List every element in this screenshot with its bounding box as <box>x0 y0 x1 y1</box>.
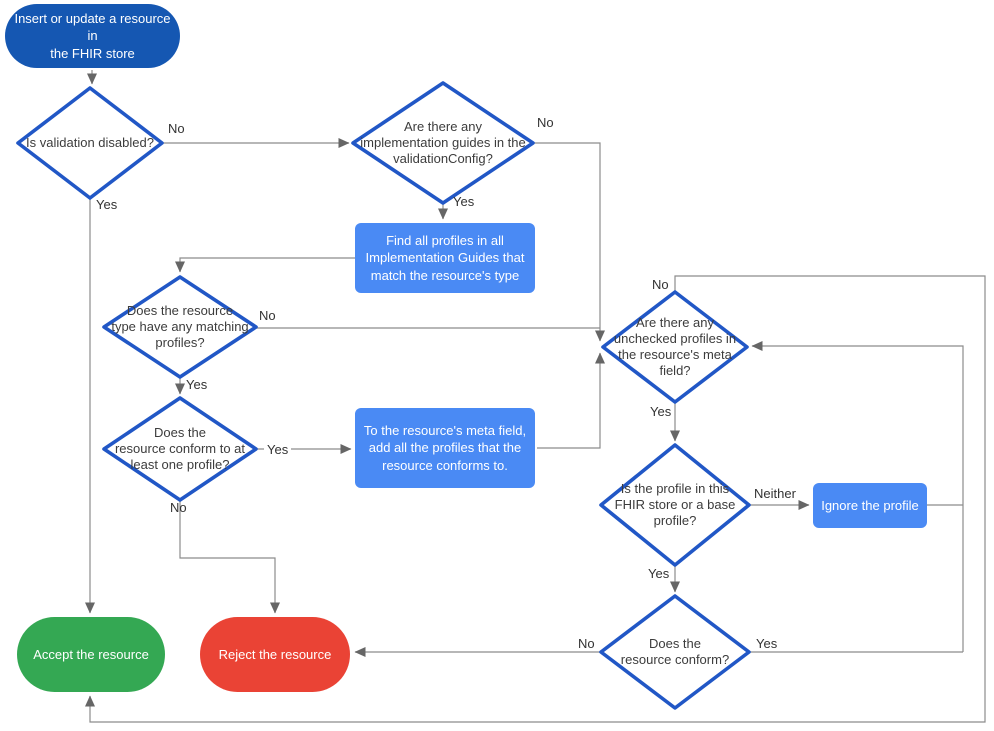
node-accept-label: Accept the resource <box>33 646 149 662</box>
decision-validation-disabled-label: Is validation disabled? <box>26 135 154 151</box>
edge-conformsone-no-to-reject <box>179 500 280 614</box>
edge-label-conforms-yes: Yes <box>756 636 778 651</box>
edge-guides-no-to-unchecked <box>533 142 605 342</box>
edge-unchecked-no-to-accept-loop <box>85 275 986 723</box>
edge-loop-back-to-unchecked <box>751 341 964 652</box>
decision-conforms-one-label: Does the resource conform to at least on… <box>114 425 246 472</box>
decision-unchecked-profiles-shape <box>601 290 749 404</box>
node-find-profiles-label: Find all profiles in all Implementation … <box>365 233 525 283</box>
edge-label-matching-yes: Yes <box>186 377 208 392</box>
edge-label-guides-yes: Yes <box>453 194 475 209</box>
node-add-profiles: To the resource's meta field, add all th… <box>355 408 535 488</box>
decision-conforms-one-shape <box>102 396 258 502</box>
decision-unchecked-profiles-label: Are there any unchecked profiles in the … <box>613 315 737 378</box>
decision-profile-in-store-label: Is the profile in this FHIR store or a b… <box>614 481 736 528</box>
node-start-label: Insert or update a resource in the FHIR … <box>14 11 171 61</box>
edge-findprofiles-to-matching <box>175 257 355 273</box>
decision-implementation-guides-label: Are there any implementation guides in t… <box>360 119 526 166</box>
edge-label-profileinstore-yes: Yes <box>648 566 670 581</box>
node-start: Insert or update a resource in the FHIR … <box>5 4 180 68</box>
node-reject: Reject the resource <box>200 617 350 692</box>
decision-resource-conforms-shape <box>599 594 751 710</box>
node-reject-label: Reject the resource <box>218 646 332 662</box>
edge-addprofiles-to-unchecked <box>537 352 605 449</box>
edge-label-matching-no: No <box>259 308 276 323</box>
decision-matching-profiles-shape <box>102 275 258 379</box>
node-add-profiles-label: To the resource's meta field, add all th… <box>363 423 527 473</box>
edge-label-conforms-no: No <box>578 636 595 651</box>
decision-matching-profiles-label: Does the resource type have any matching… <box>111 303 249 350</box>
decision-validation-disabled-shape <box>16 86 164 200</box>
edge-label-profileinstore-neither: Neither <box>754 486 796 501</box>
edge-label-validation-yes: Yes <box>96 197 118 212</box>
node-accept: Accept the resource <box>17 617 165 692</box>
node-find-profiles: Find all profiles in all Implementation … <box>355 223 535 293</box>
node-ignore-profile-label: Ignore the profile <box>821 497 919 513</box>
edge-label-unchecked-no: No <box>652 277 669 292</box>
decision-profile-in-store-shape <box>599 443 751 567</box>
edge-label-conformsone-no: No <box>170 500 187 515</box>
edge-label-validation-no: No <box>168 121 185 136</box>
edge-label-guides-no: No <box>537 115 554 130</box>
edge-label-unchecked-yes: Yes <box>650 404 672 419</box>
decision-implementation-guides-shape <box>351 81 535 205</box>
edge-label-conformsone-yes: Yes <box>264 442 292 457</box>
node-ignore-profile: Ignore the profile <box>813 483 927 528</box>
decision-resource-conforms-label: Does the resource conform? <box>620 636 730 667</box>
